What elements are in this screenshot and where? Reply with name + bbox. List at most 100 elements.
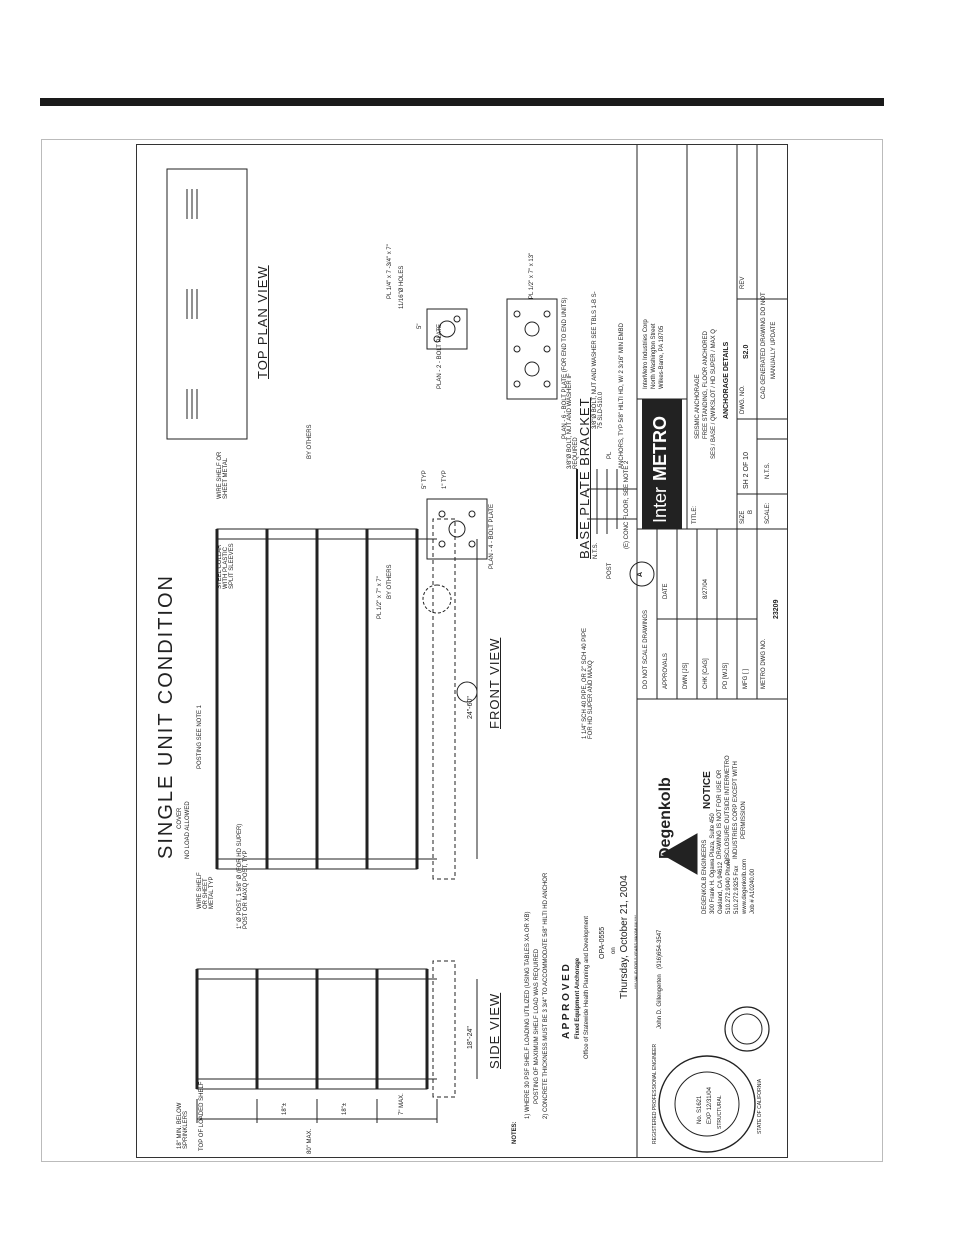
approval-date: Thursday, October 21, 2004 bbox=[619, 875, 630, 999]
approval-office: Office of Statewide Health Planning and … bbox=[584, 916, 590, 1059]
drawing-title: SINGLE UNIT CONDITION bbox=[155, 574, 177, 859]
plan-4-plate bbox=[426, 498, 488, 560]
detail-a-letter: A bbox=[637, 571, 644, 577]
dim-max-height: 80" MAX. bbox=[307, 1128, 313, 1154]
label-post: 1" Ø POST, 1 5/8" Ø (FOR HD SUPER) POST … bbox=[237, 823, 249, 929]
dim-front-width: 24"-60" bbox=[467, 696, 474, 719]
notes-heading: NOTES: bbox=[512, 1121, 518, 1144]
tb-cad-1: CAD GENERATED DRAWING DO NOT bbox=[761, 292, 767, 399]
tb-dwg: S2.0 bbox=[743, 344, 750, 359]
label-wire-shelf: WIRE SHELF OR SHEET METAL TYP bbox=[197, 872, 215, 909]
notice-line-1: DRAWING IS NOT FOR USE OR bbox=[717, 769, 723, 859]
plan-6-plate bbox=[506, 298, 558, 400]
label-plan-4: PLAN - 4 - BOLT PLATE bbox=[489, 503, 495, 569]
note-2: 2) CONCRETE THICKNESS MUST BE 3 3/4" TO … bbox=[543, 872, 549, 1119]
label-steel-collar: STEEL COLLAR WITH PLASTIC SPLIT SLEEVES bbox=[217, 543, 235, 589]
label-by-others-2: BY OTHERS bbox=[387, 564, 393, 599]
tb-pd: PD [WJS] bbox=[723, 662, 729, 689]
tb-title-1: SEISMIC ANCHORAGE bbox=[695, 374, 701, 439]
label-by-others-1: BY OTHERS bbox=[307, 424, 313, 459]
tb-mfg: MFG [ ] bbox=[743, 669, 749, 689]
label-holes: 11/16"Ø HOLES bbox=[399, 265, 405, 309]
notice-heading: NOTICE bbox=[702, 771, 713, 809]
approval-approved: A P P R O V E D bbox=[561, 964, 572, 1039]
tb-sheet: SH 2 OF 10 bbox=[743, 452, 750, 489]
header-rule bbox=[40, 98, 884, 106]
rotated-drawing: SINGLE UNIT CONDITION 18" MIN. BELOW SPR… bbox=[137, 145, 787, 1157]
oshpd-seal bbox=[724, 1006, 770, 1052]
front-view-title: FRONT VIEW bbox=[487, 637, 502, 729]
side-view-frame bbox=[196, 968, 428, 1090]
drawing-sheet: SINGLE UNIT CONDITION 18" MIN. BELOW SPR… bbox=[136, 144, 788, 1158]
engineer-logo-text: Degenkolb bbox=[657, 777, 674, 859]
logo-inter: Inter bbox=[650, 486, 670, 523]
label-anchors: ANCHORS, TYP 5/8" HILTI HD, W/ 2 3/16" M… bbox=[619, 323, 625, 469]
label-wire-shelf-top: WIRE SHELF OR SHEET METAL bbox=[217, 451, 229, 499]
note-1b: POSTING OF MAXIMUM SHELF LOAD WAS REQUIR… bbox=[534, 948, 540, 1104]
stamp-ring-top: REGISTERED PROFESSIONAL ENGINEER bbox=[652, 1043, 658, 1144]
tb-scale-label: SCALE: bbox=[765, 502, 771, 524]
label-pl: PL bbox=[607, 451, 613, 459]
pe-stamp bbox=[658, 1055, 756, 1153]
label-bolt: 3/8"Ø BOLT, NUT AND WASHER IF REQUIRED bbox=[567, 373, 579, 469]
label-pl-half-b: PL 1/2" x 7" x 13" bbox=[529, 252, 535, 299]
drawing-linework bbox=[166, 145, 787, 1157]
tb-company-1: InterMetro Industries Corp bbox=[643, 319, 649, 389]
plan-2-plate bbox=[426, 308, 468, 350]
tb-dwg-no: 23209 bbox=[773, 599, 780, 619]
tb-approvals: APPROVALS bbox=[663, 653, 669, 689]
label-plan-2: PLAN - 2 - BOLT PLATE bbox=[437, 323, 443, 389]
label-pipe: 1 1/4" SCH 40 PIPE, OR 2" SCH 40 PIPE FO… bbox=[582, 628, 594, 739]
logo-metro: METRO bbox=[650, 416, 670, 481]
engineer-line-2: 300 Frank H. Ogawa Plaza, Suite 450 bbox=[710, 813, 716, 914]
tb-size: B bbox=[748, 509, 754, 514]
label-floor: (E) CONC FLOOR, SEE NOTE 2 bbox=[624, 460, 630, 549]
tb-date: DATE bbox=[663, 583, 669, 599]
tb-scale: N.T.S. bbox=[765, 462, 771, 479]
tb-company-2: North Washington Street bbox=[651, 323, 657, 389]
label-post-bp: POST bbox=[607, 562, 613, 579]
notice-line-2: DISCLOSURE OUTSIDE INTERMETRO bbox=[725, 755, 731, 864]
approval-on: on bbox=[611, 947, 617, 954]
notice-line-4: PERMISSION bbox=[741, 801, 747, 839]
dim-side-width: 18"-24" bbox=[467, 1026, 474, 1049]
tb-title-3: SES / BASE / QWIKSLOT / HD SUPER / MAX Q bbox=[711, 329, 717, 459]
figure-frame bbox=[41, 139, 883, 1162]
stamp-license: No. S1621 bbox=[697, 1095, 703, 1124]
top-plan-view-title: TOP PLAN VIEW bbox=[255, 265, 270, 379]
tb-chk: CHK [CAG] bbox=[703, 658, 709, 689]
label-cover: COVER bbox=[177, 807, 183, 829]
degenkolb-logo-mark bbox=[660, 833, 698, 875]
approval-small: **** VALID FOR 5 YEARS MAXIMUM **** bbox=[633, 915, 638, 989]
tb-dwg-label: DWG. NO. bbox=[740, 385, 746, 414]
dim-top-shelf: TOP OF LOADED SHELF bbox=[199, 1081, 205, 1151]
base-plate-nts: N.T.S. bbox=[593, 542, 599, 559]
engineer-line-6: www.degenkolb.com bbox=[742, 858, 748, 914]
approval-phone: (916)654-3547 bbox=[657, 929, 663, 969]
engineer-line-3: Oakland, CA 94612 bbox=[718, 861, 724, 914]
dim-spacing-a: 18"± bbox=[282, 1102, 288, 1115]
detail-a-callout bbox=[456, 681, 478, 703]
intermetro-logo: Inter METRO bbox=[642, 399, 682, 529]
label-pl-quarter: PL 1/4" x 7 -3/4" x 7" bbox=[387, 244, 393, 299]
engineer-line-1: DEGENKOLB ENGINEERS bbox=[702, 839, 708, 914]
stamp-structural: STRUCTURAL bbox=[717, 1095, 723, 1129]
stamp-ring-bottom: STATE OF CALIFORNIA bbox=[757, 1078, 763, 1134]
stamp-exp: EXP 12/31/04 bbox=[707, 1087, 713, 1124]
tb-title-2: FREE STANDING, FLOOR ANCHORED bbox=[703, 331, 709, 439]
base-plate-title: BASE PLATE BRACKET bbox=[577, 397, 592, 559]
label-no-load: NO LOAD ALLOWED bbox=[185, 801, 191, 859]
tb-metro-dwg: METRO DWG NO. bbox=[761, 638, 767, 689]
tb-anchorage: ANCHORAGE DETAILS bbox=[723, 341, 730, 419]
side-view-title: SIDE VIEW bbox=[487, 992, 502, 1069]
tb-company-3: Wilkes-Barre, PA 18705 bbox=[659, 325, 665, 389]
notice-line-3: INDUSTRIES CORP EXCEPT WITH bbox=[733, 761, 739, 859]
tb-cad-2: MANUALLY UPDATE bbox=[771, 321, 777, 379]
tb-size-label: SIZE bbox=[740, 510, 746, 524]
engineer-line-7: Job # A10240.00 bbox=[750, 868, 756, 914]
tb-title-label: TITLE: bbox=[692, 505, 698, 524]
label-typ-1: 1" TYP bbox=[442, 470, 448, 489]
label-typ-5: 5" TYP bbox=[422, 470, 428, 489]
label-bolt-2: 3/8"Ø BOLT, NUT AND WASHER SEE TBLS 1-B … bbox=[592, 291, 604, 429]
top-plan-frame bbox=[166, 168, 248, 440]
